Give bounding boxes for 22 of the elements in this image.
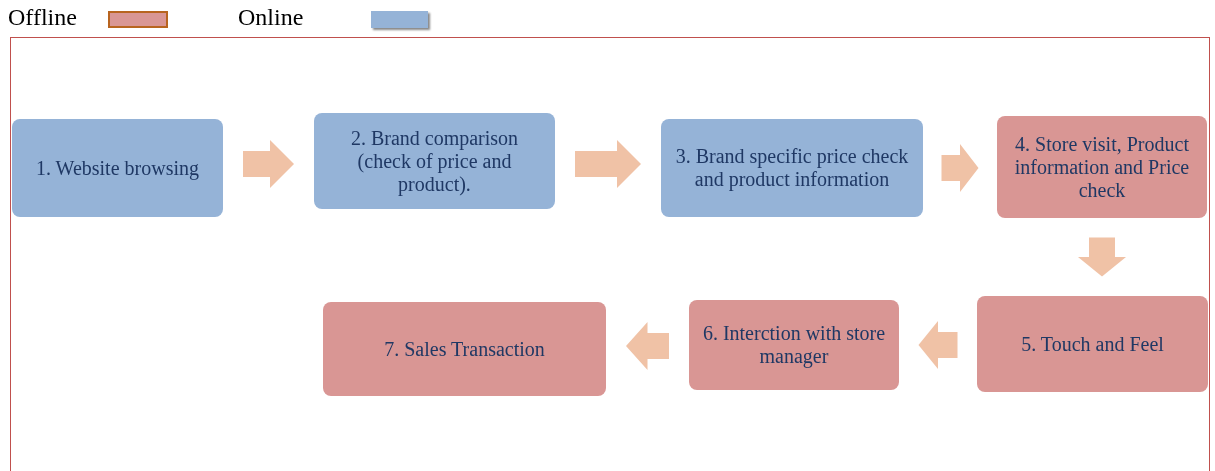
block-arrow [1078,237,1126,277]
legend-text: Offline [8,4,77,31]
block-arrow [941,144,979,192]
step-text: 5. Touch and Feel [1021,332,1164,356]
block-arrow [626,322,669,370]
step-text: 4. Store visit, Product information and Price check [1013,132,1191,202]
step-text: 6. Interction with store manager [701,322,887,368]
step-text: 1. Website browsing [36,156,199,180]
block-arrow [918,321,958,369]
step-text: 2. Brand comparison (check of price and product). [349,126,520,196]
process-box [997,116,1207,218]
process-box [689,300,899,390]
step-text: 7. Sales Transaction [384,337,545,361]
block-arrow [243,140,294,188]
process-box [977,296,1208,392]
process-box [12,119,223,217]
process-box [314,113,555,209]
process-box [661,119,923,217]
step-text: 3. Brand specific price check and product information [674,145,910,191]
block-arrow [575,140,641,188]
process-box [323,302,606,396]
legend-text: Online [238,4,304,31]
